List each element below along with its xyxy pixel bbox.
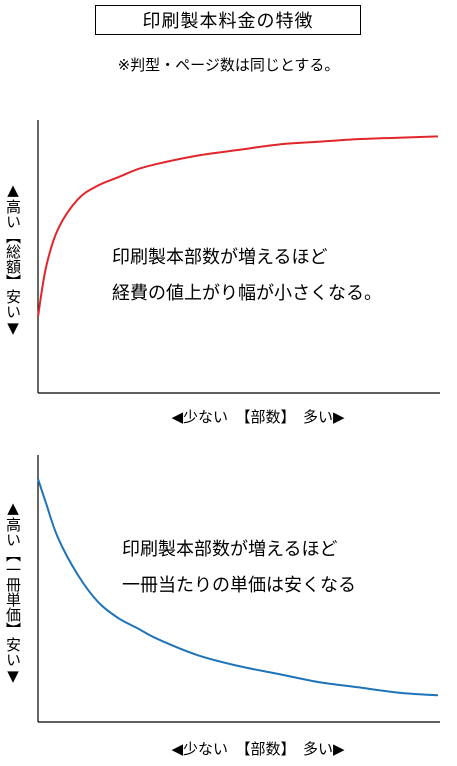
chart1-total-cost-line [37,135,439,317]
chart1-ylabel: ▲高い【総額】安い▼ [4,181,22,337]
chart1-annotation-line2: 経費の値上がり幅が小さくなる。 [112,283,382,304]
chart2-ylabel: ▲高い【一冊単価】安い▼ [4,499,22,685]
chart2-annotation-line1: 印刷製本部数が増えるほど [122,539,338,560]
chart2-unit-price-line [37,478,439,697]
page-subtitle: ※判型・ページ数は同じとする。 [117,56,340,74]
page-title: 印刷製本料金の特徴 [95,5,361,35]
chart2-annotation-line2: 一冊当たりの単価は安くなる [122,575,356,596]
chart1-annotation-line1: 印刷製本部数が増えるほど [112,247,328,268]
chart1-annotation: 印刷製本部数が増えるほど 経費の値上がり幅が小さくなる。 [112,240,382,312]
chart2-xlabel: ◀少ない 【部数】 多い▶ [171,740,345,758]
chart1-xlabel: ◀少ない 【部数】 多い▶ [171,408,345,426]
chart2-annotation: 印刷製本部数が増えるほど 一冊当たりの単価は安くなる [122,532,356,604]
